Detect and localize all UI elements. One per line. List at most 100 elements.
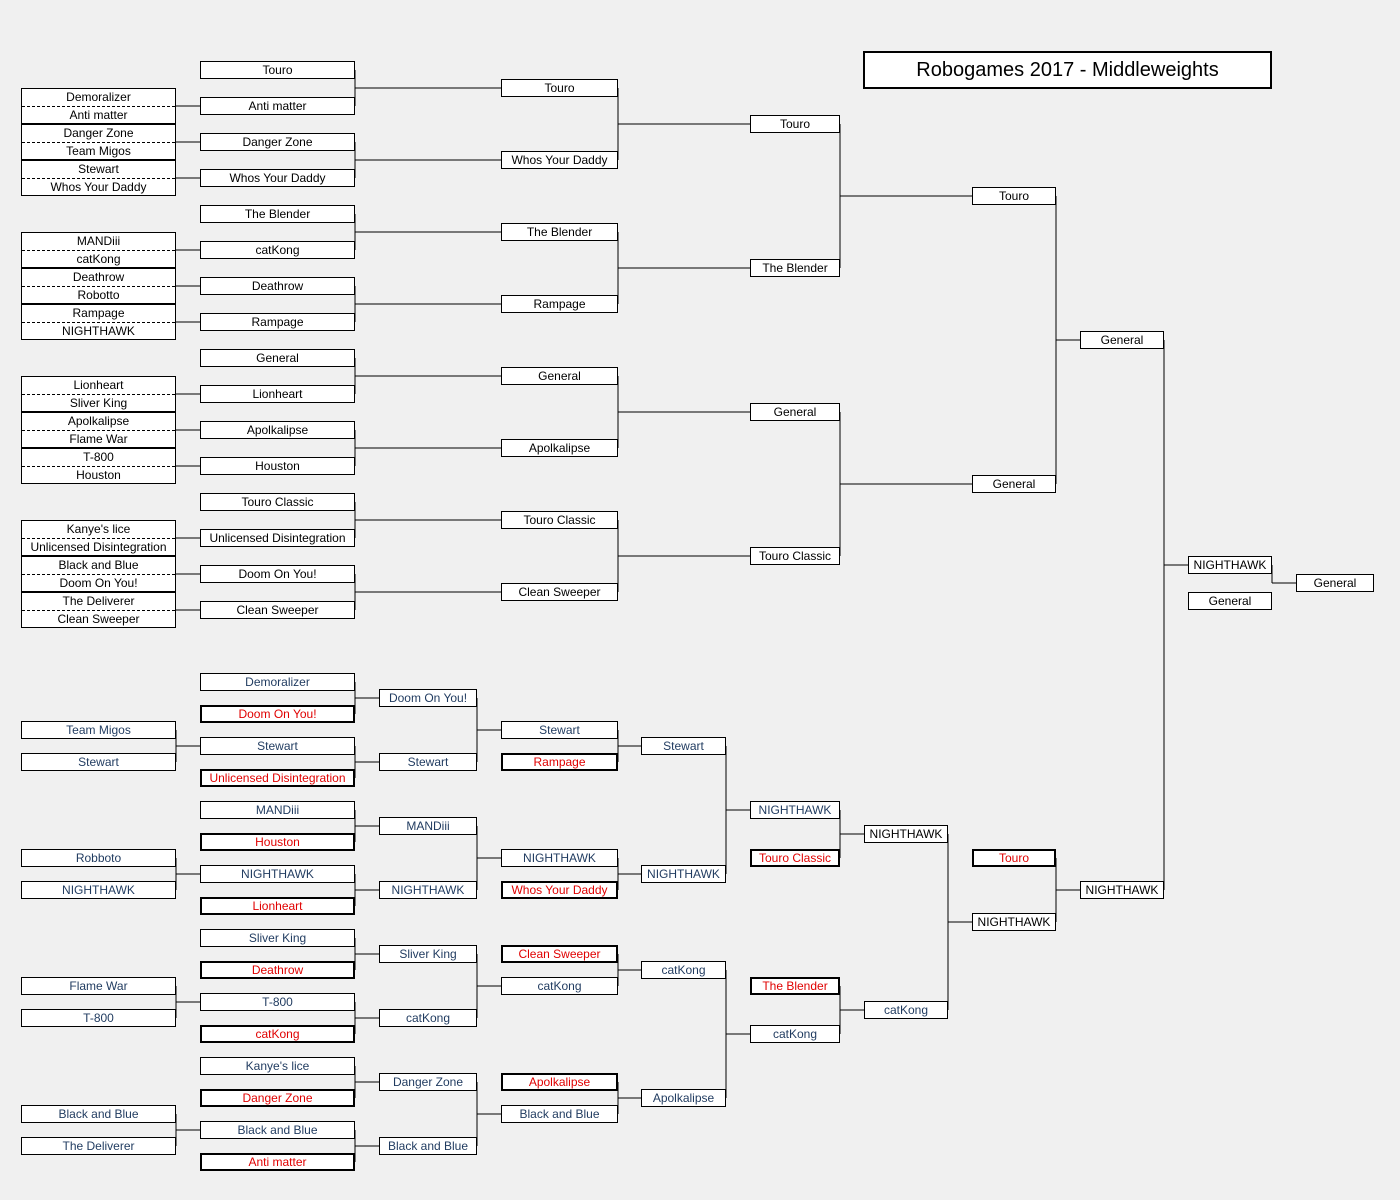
losers-round3-slot: Rampage (501, 753, 618, 771)
winners-round1-slot: Anti matter (200, 97, 355, 115)
losers-round1-slot: Lionheart (200, 897, 355, 915)
entrant-name: Stewart (22, 161, 175, 179)
losers-round1-slot: Deathrow (200, 961, 355, 979)
losers-round1-slot: Sliver King (200, 929, 355, 947)
champion-slot: General (1296, 574, 1374, 592)
losers-round2-slot: Sliver King (379, 945, 477, 963)
entrant-name: Unlicensed Disintegration (30, 540, 167, 554)
winners-round2-slot: Touro Classic (501, 511, 618, 529)
winners-round3-slot: Touro Classic (750, 547, 840, 565)
losers-entrant-slot: Stewart (21, 753, 176, 771)
entrant-name: Robotto (77, 288, 120, 302)
entrant-name: Anti matter (69, 108, 128, 122)
losers-round2-slot: Black and Blue (379, 1137, 477, 1155)
entrant-name: Sliver King (69, 396, 128, 410)
losers-entrant-slot: Team Migos (21, 721, 176, 739)
winners-round3-slot: The Blender (750, 259, 840, 277)
entrant-name: MANDiii (22, 233, 175, 251)
losers-round1-slot: Stewart (200, 737, 355, 755)
entrant-name: Rampage (22, 305, 175, 323)
losers-round1-slot: Houston (200, 833, 355, 851)
losers-round1-slot: Kanye's lice (200, 1057, 355, 1075)
losers-round4-slot: NIGHTHAWK (641, 865, 726, 883)
losers-entrant-slot: T-800 (21, 1009, 176, 1027)
losers-round1-slot: Doom On You! (200, 705, 355, 723)
winners-round3-slot: Touro (750, 115, 840, 133)
winners-round1-slot: Lionheart (200, 385, 355, 403)
losers-round1-slot: MANDiii (200, 801, 355, 819)
losers-round2-slot: NIGHTHAWK (379, 881, 477, 899)
winners-round2-slot: Clean Sweeper (501, 583, 618, 601)
entrant-name: Whos Your Daddy (50, 180, 147, 194)
winners-round1-slot: Rampage (200, 313, 355, 331)
winners-final-slot: General (1080, 331, 1164, 349)
losers-round1-slot: Black and Blue (200, 1121, 355, 1139)
losers-round1-slot: T-800 (200, 993, 355, 1011)
winners-round1-slot: Apolkalipse (200, 421, 355, 439)
entrant-name: Lionheart (22, 377, 175, 395)
winners-round2-slot: Rampage (501, 295, 618, 313)
page-title: Robogames 2017 - Middleweights (863, 51, 1272, 89)
losers-entrant-slot: NIGHTHAWK (21, 881, 176, 899)
losers-entrant-slot: Black and Blue (21, 1105, 176, 1123)
losers-round2-slot: MANDiii (379, 817, 477, 835)
losers-round4-slot: Stewart (641, 737, 726, 755)
losers-round3-slot: catKong (501, 977, 618, 995)
winners-round1-slot: Houston (200, 457, 355, 475)
entrant-name: NIGHTHAWK (62, 324, 135, 338)
losers-final-slot: NIGHTHAWK (1080, 881, 1164, 899)
losers-round5-slot: NIGHTHAWK (750, 801, 840, 819)
losers-round1-slot: Unlicensed Disintegration (200, 769, 355, 787)
entrant-name: Clean Sweeper (57, 612, 140, 626)
losers-round3-slot: Black and Blue (501, 1105, 618, 1123)
losers-round2-slot: Stewart (379, 753, 477, 771)
losers-round3-slot: Apolkalipse (501, 1073, 618, 1091)
losers-round4-slot: Apolkalipse (641, 1089, 726, 1107)
entrant-name: Black and Blue (22, 557, 175, 575)
winners-round2-slot: General (501, 367, 618, 385)
losers-round3-slot: Whos Your Daddy (501, 881, 618, 899)
losers-round1-slot: Anti matter (200, 1153, 355, 1171)
entrant-name: Danger Zone (22, 125, 175, 143)
winners-round1-slot: Touro (200, 61, 355, 79)
winners-round1-slot: Touro Classic (200, 493, 355, 511)
losers-entrant-slot: Flame War (21, 977, 176, 995)
winners-round2-slot: Whos Your Daddy (501, 151, 618, 169)
winners-round1-slot: Clean Sweeper (200, 601, 355, 619)
losers-round5-slot: The Blender (750, 977, 840, 995)
winners-round3-slot: General (750, 403, 840, 421)
losers-semifinal-slot: NIGHTHAWK (972, 913, 1056, 931)
winners-round2-slot: The Blender (501, 223, 618, 241)
entrant-name: Flame War (69, 432, 128, 446)
losers-round3-slot: NIGHTHAWK (501, 849, 618, 867)
losers-entrant-slot: The Deliverer (21, 1137, 176, 1155)
entrant-name: The Deliverer (22, 593, 175, 611)
entrant-name: Doom On You! (59, 576, 138, 590)
entrant-name: catKong (76, 252, 121, 266)
winners-semifinal-slot: General (972, 475, 1056, 493)
grand-final-slot: General (1188, 592, 1272, 610)
losers-round2-slot: Doom On You! (379, 689, 477, 707)
losers-round5-slot: Touro Classic (750, 849, 840, 867)
losers-round5-slot: catKong (750, 1025, 840, 1043)
winners-round1-slot: Doom On You! (200, 565, 355, 583)
losers-round1-slot: NIGHTHAWK (200, 865, 355, 883)
winners-round1-slot: Danger Zone (200, 133, 355, 151)
winners-semifinal-slot: Touro (972, 187, 1056, 205)
losers-round6-slot: catKong (864, 1001, 948, 1019)
winners-round1-slot: The Blender (200, 205, 355, 223)
losers-semifinal-slot: Touro (972, 849, 1056, 867)
